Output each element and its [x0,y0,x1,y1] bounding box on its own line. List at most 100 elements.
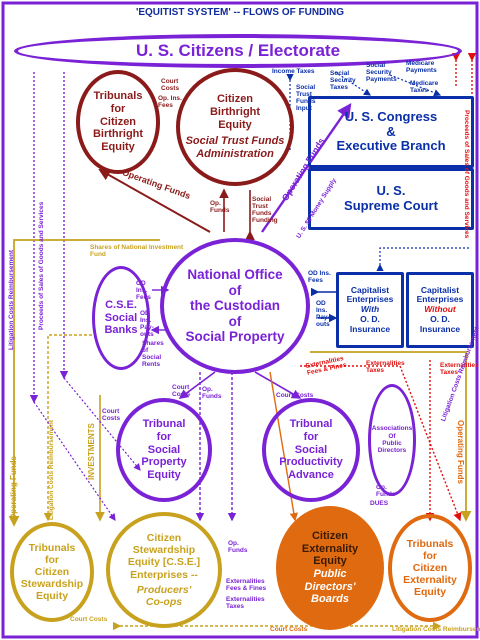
node-line: for [156,431,172,444]
node-line: for [423,549,437,562]
operating-funds-maroon [98,169,211,233]
node-line: Birthright [209,106,261,119]
medicare-taxes-label: Medicare Taxes [410,80,439,95]
node-line: of [228,282,242,298]
ss-payments-label: Social Security Payments [366,62,397,84]
node-line: U. S. Congress [344,108,438,124]
court-costs-spa-label: Court Costs [276,392,314,399]
node-line: Externality [301,542,359,555]
op-funds-spe-label: Op. Funds [202,386,222,401]
citizen-stewardship-node: Citizen Stewardship Equity [C.S.E.] Ente… [106,512,222,628]
tribunals-stewardship-node: Tribunals for Citizen Stewardship Equity [10,522,94,622]
node-line: for [303,431,319,444]
proceeds-right-label: Proceeds of Sales of Goods and Services [463,110,470,239]
node-line: Of [388,432,396,440]
node-line: Equity [147,468,181,481]
op-ins-fees-label: Op. Ins. Fees [158,95,182,110]
node-line: Citizen [34,565,70,578]
investments-label: INVESTMENTS [87,423,96,480]
litigation-reimb-left-label: Litigation Costs Reimbursement [8,249,15,350]
od-ins-payouts-banks-label: OD Ins. Pay-outs [140,310,154,339]
tribunals-externality-node: Tribunals for Citizen Externality Equity [388,514,472,622]
node-line: Tribunals [28,541,76,554]
node-line: Tribunal [289,418,333,431]
node-line: National Office [187,267,283,283]
node-line: Equity [C.S.E.] [127,556,201,569]
cse-banks-node: C.S.E. Social Banks [92,266,150,370]
node-subline: Co-ops [145,595,183,608]
node-line: Social Property [185,329,285,345]
node-line: Capitalist [420,284,460,295]
litigation-reimb-gold-label: Litigation Costs Reimbursement [48,419,55,520]
node-line: for [110,103,126,116]
node-line: the Custodian [190,298,280,314]
node-line: Executive Branch [336,138,446,154]
node-line: Stewardship [20,578,84,591]
operating-funds-right-label: Operating Funds [456,420,465,484]
node-line: C.S.E. [105,299,137,312]
ext-taxes-label: Externalities Taxes [366,360,405,375]
node-line: Social [147,443,181,456]
citizen-externality-node: Citizen Externality Equity Public Direct… [276,506,384,630]
node-line: Equity [413,586,447,599]
node-line: Citizen [146,532,182,545]
associations-node: Associations Of Public Directors [368,384,416,496]
od-ins-payouts-cap-label: OD Ins. Pay-outs [316,300,330,329]
electorate-label: U. S. Citizens / Electorate [135,41,341,61]
node-line: Insurance [419,323,461,334]
node-line: Advance [288,468,334,481]
node-line: Tribunals [93,90,143,103]
operating-funds-left [8,239,160,527]
tribunal-social-property-node: Tribunal for Social Property Equity [116,398,212,502]
node-line: Insurance [349,323,391,334]
node-line: Citizen [412,561,448,574]
trust-funds-funding-label: Social Trust Funds Funding [252,196,278,225]
op-funds-cse-label: Op. Funds [228,540,248,555]
ext-taxes-bottom-label: Externalities Taxes [226,596,265,611]
node-line: Equity [218,118,252,131]
dues-label: DUES [370,500,389,507]
tribunals-birthright-node: Tribunals for Citizen Birthright Equity [76,70,160,174]
node-line: Enterprises -- [130,568,198,581]
node-line: O. D. [360,313,380,324]
node-line: Public [382,440,402,447]
node-line: Associations [371,425,413,433]
op-funds-assoc-label: Op. Funds [376,484,396,499]
node-line: Without [424,304,456,315]
node-line: Citizen [99,115,137,128]
node-line: for [45,553,59,566]
node-subline: Public [313,568,347,580]
op-funds-label: Op. Funds [210,200,230,215]
tribunal-social-productivity-node: Tribunal for Social Productivity Advance [262,398,360,502]
congress-node: U. S. Congress & Executive Branch [308,96,474,168]
node-line: Supreme Court [344,198,438,213]
node-line: Equity [313,555,347,568]
node-line: Productivity [279,456,343,469]
node-line: of [228,313,242,329]
node-line: Social [294,443,328,456]
node-line: Enterprises [346,294,394,305]
diagram-title: 'EQUITIST SYSTEM' -- FLOWS OF FUNDING [135,7,345,18]
node-line: Stewardship [132,544,196,557]
ext-taxes-right-label: Externalities Taxes [440,362,479,377]
node-subline: Producers' [136,583,192,596]
node-line: Enterprises [416,294,464,305]
node-line: Tribunal [142,418,186,431]
node-line: Banks [104,324,138,337]
ext-fees-fines-bottom-label: Externalities Fees & Fines [226,578,267,593]
capitalist-with-node: Capitalist Enterprises With O. D. Insura… [336,272,404,348]
externalities-line [300,365,462,522]
capitalist-without-node: Capitalist Enterprises Without O. D. Ins… [406,272,474,348]
operating-funds-left-label: Operating Funds [9,456,18,520]
operating-funds-right [310,351,472,522]
node-line: Directors [377,447,407,455]
node-line: U. S. [376,183,406,199]
node-line: Tribunals [406,537,454,550]
node-line: Property [141,456,187,469]
supreme-court-node: U. S. Supreme Court [308,168,474,230]
trust-funds-input-label: Social Trust Funds Input [296,84,316,113]
shares-social-rents-label: Shares of Social Rents [142,340,164,369]
